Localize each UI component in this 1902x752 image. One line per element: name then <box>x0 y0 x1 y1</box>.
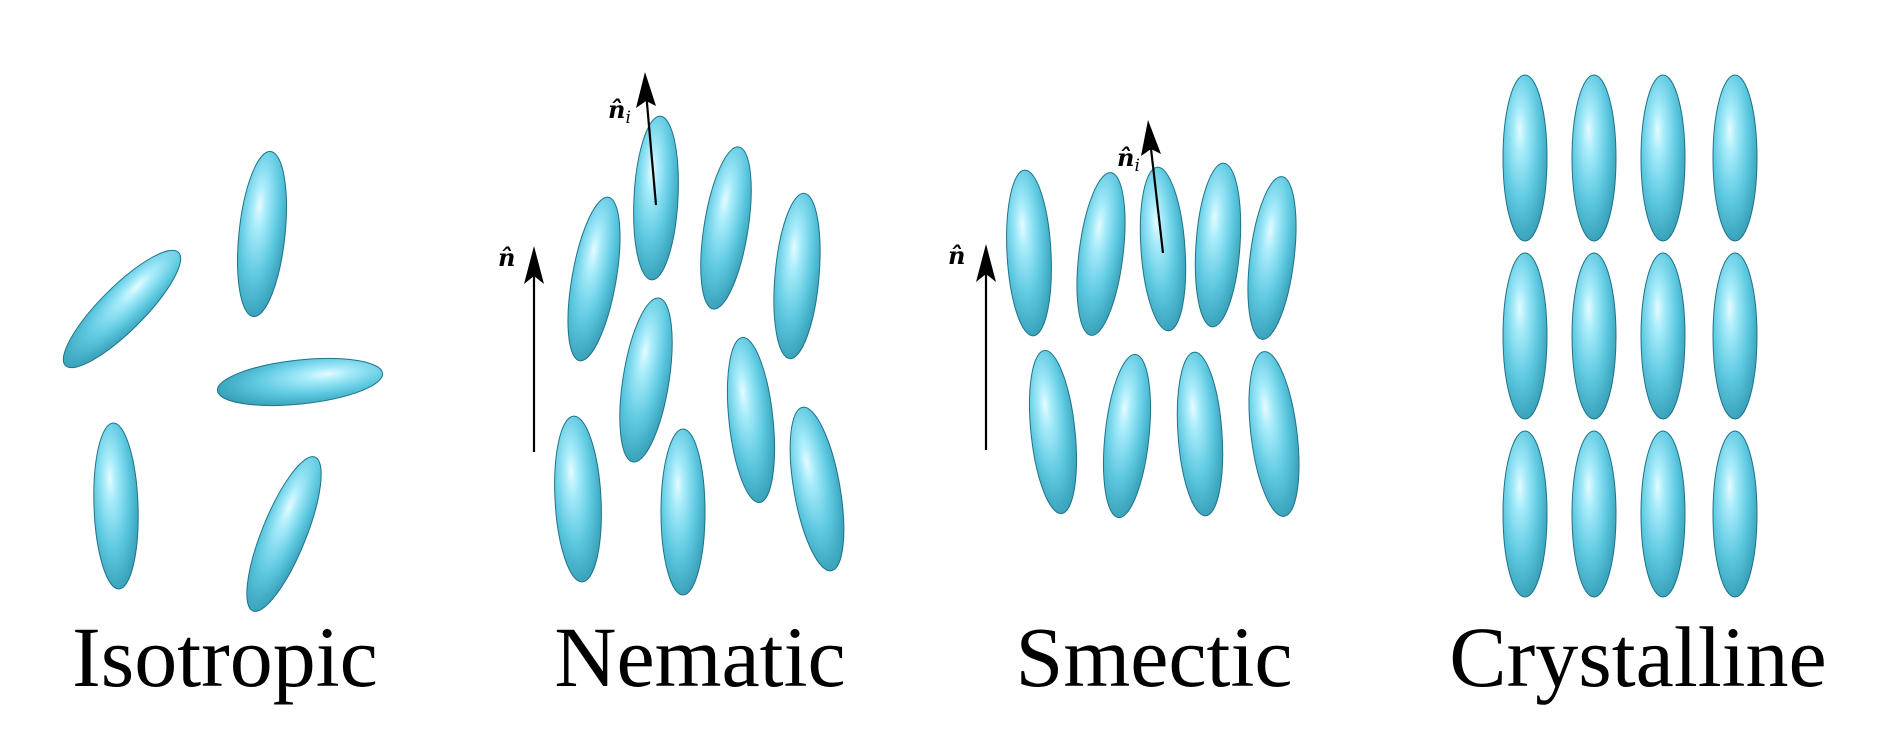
phase-label-isotropic: Isotropic <box>72 609 378 705</box>
crystalline-molecule <box>1640 252 1686 420</box>
smectic-molecules <box>1006 162 1300 519</box>
isotropic-molecule <box>237 150 287 318</box>
crystalline-molecule <box>1571 430 1617 598</box>
smectic-director-arrow <box>976 244 996 450</box>
crystalline-molecules <box>1502 74 1758 598</box>
nematic-molecule <box>773 192 821 360</box>
nematic-local-director-label: n̂i <box>608 95 631 128</box>
smectic-molecule <box>1006 169 1052 337</box>
smectic-director-label: n̂ <box>948 241 965 270</box>
isotropic-molecule <box>246 456 322 612</box>
nematic-molecule <box>619 297 673 463</box>
crystalline-molecule <box>1712 74 1758 242</box>
crystalline-molecule <box>1571 252 1617 420</box>
crystalline-molecule <box>1712 430 1758 598</box>
crystalline-molecule <box>1502 430 1548 598</box>
nematic-director-label: n̂ <box>498 243 515 272</box>
nematic-local-director-arrow <box>636 72 658 206</box>
phase-label-nematic: Nematic <box>554 609 845 705</box>
isotropic-group: Isotropic <box>62 150 384 705</box>
smectic-local-director-label: n̂i <box>1117 143 1140 176</box>
smectic-molecule <box>1103 353 1151 519</box>
smectic-molecule <box>1194 162 1242 328</box>
nematic-molecule <box>789 406 845 572</box>
phase-label-smectic: Smectic <box>1015 609 1292 705</box>
smectic-molecule <box>1076 172 1126 336</box>
crystalline-molecule <box>1640 74 1686 242</box>
phase-label-crystalline: Crystalline <box>1449 609 1826 705</box>
crystalline-molecule <box>1640 430 1686 598</box>
isotropic-molecule <box>216 357 384 407</box>
smectic-local-director-arrow <box>1141 120 1165 254</box>
nematic-molecule <box>660 428 706 596</box>
smectic-molecule <box>1247 176 1297 340</box>
nematic-molecule <box>700 146 752 310</box>
smectic-group: n̂ n̂i Smectic <box>948 120 1300 705</box>
nematic-molecule <box>726 336 776 504</box>
crystalline-molecule <box>1712 252 1758 420</box>
crystalline-molecule <box>1502 252 1548 420</box>
nematic-molecule <box>567 196 621 362</box>
isotropic-molecules <box>62 150 384 612</box>
nematic-molecules <box>554 115 845 596</box>
nematic-molecule <box>554 415 602 583</box>
isotropic-molecule <box>93 422 139 590</box>
smectic-molecule <box>1029 349 1077 515</box>
crystalline-molecule <box>1571 74 1617 242</box>
crystalline-group: Crystalline <box>1449 74 1827 705</box>
nematic-group: n̂ n̂i Nematic <box>498 72 846 705</box>
nematic-director-arrow <box>524 246 544 452</box>
smectic-molecule <box>1176 351 1224 517</box>
smectic-molecule <box>1248 351 1300 517</box>
isotropic-molecule <box>62 249 182 369</box>
crystalline-molecule <box>1502 74 1548 242</box>
